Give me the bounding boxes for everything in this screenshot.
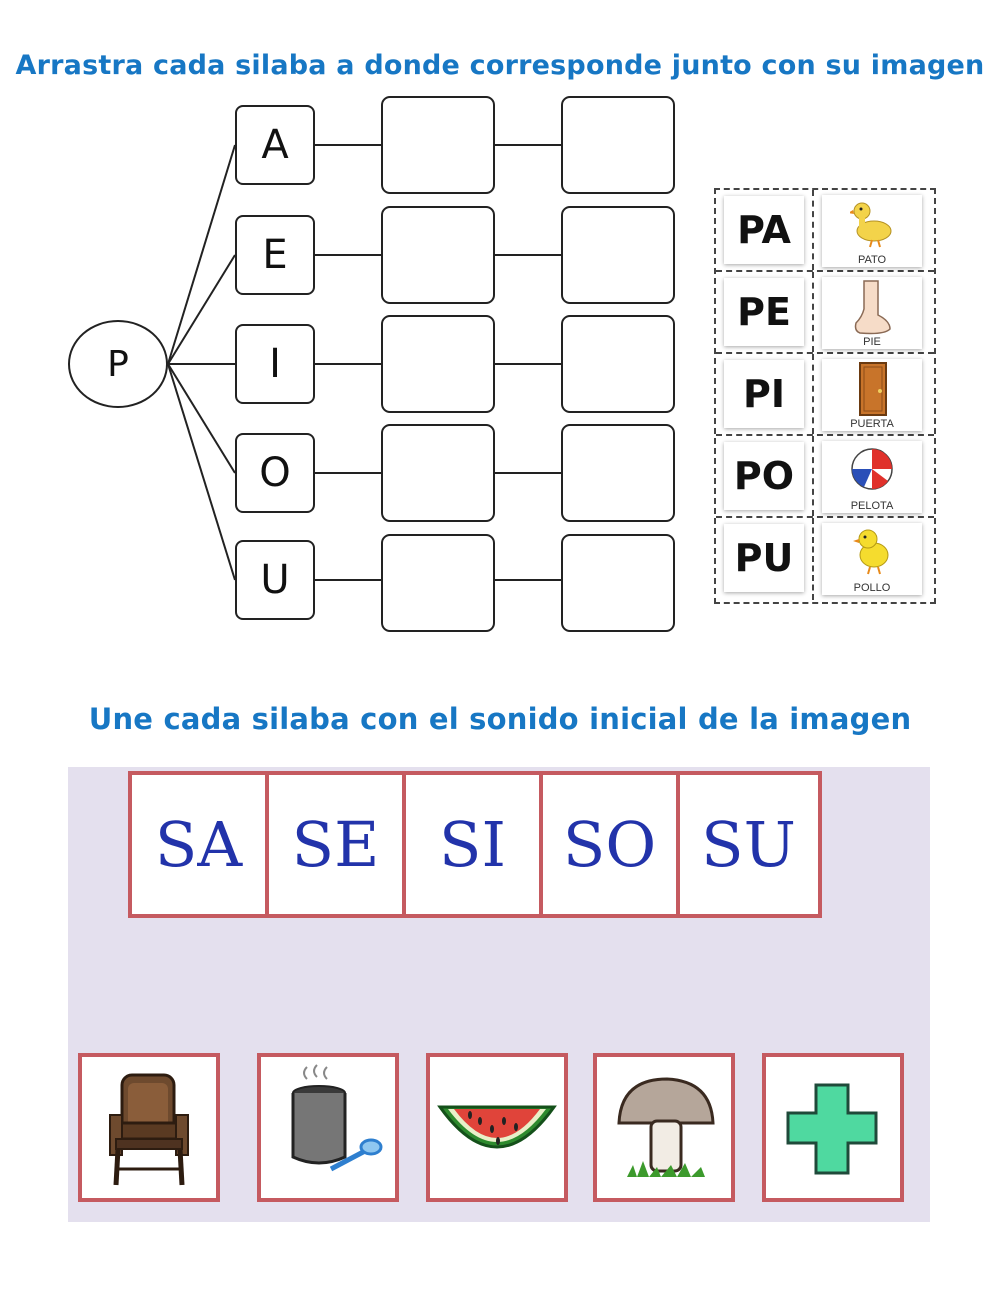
picture-card-pato[interactable]: PATO	[822, 195, 922, 267]
vowel-box-a: A	[235, 105, 315, 185]
image-card-armchair[interactable]	[78, 1053, 220, 1202]
syllable-drop-zone-u[interactable]	[381, 534, 495, 632]
image-drop-zone-u[interactable]	[561, 534, 675, 632]
chick-icon	[853, 529, 889, 575]
foot-icon	[854, 280, 891, 335]
vowel-box-i: I	[235, 324, 315, 404]
syllable-card-pi[interactable]: PI	[724, 360, 804, 428]
card-row-po: PO PELOTA	[716, 436, 934, 518]
connector-lines	[167, 144, 561, 581]
card-row-pe: PE PIE	[716, 272, 934, 354]
branch-line-e	[167, 254, 236, 365]
syllable-card-si[interactable]: SI	[406, 775, 543, 914]
card-row-pu: PU POLLO	[716, 518, 934, 600]
cross-icon	[786, 1083, 878, 1175]
syllable-card-pa[interactable]: PA	[724, 196, 804, 264]
syllable-card-so[interactable]: SO	[543, 775, 680, 914]
branch-line-a	[167, 144, 236, 365]
picture-card-pie[interactable]: PIE	[822, 277, 922, 349]
syllable-card-sa[interactable]: SA	[132, 775, 269, 914]
card-row-pi: PI PUERTA	[716, 354, 934, 436]
watermelon-icon	[437, 1105, 557, 1149]
syllable-drop-zone-e[interactable]	[381, 206, 495, 304]
image-drop-zone-i[interactable]	[561, 315, 675, 413]
syllable-card-pe[interactable]: PE	[724, 278, 804, 346]
activity-2-title: Une cada silaba con el sonido inicial de…	[88, 702, 912, 736]
syllable-drop-zone-i[interactable]	[381, 315, 495, 413]
image-drop-zone-o[interactable]	[561, 424, 675, 522]
picture-card-pelota[interactable]: PELOTA	[822, 441, 922, 513]
image-card-mushroom[interactable]	[593, 1053, 735, 1202]
duck-icon	[850, 202, 892, 248]
image-drop-zone-a[interactable]	[561, 96, 675, 194]
syllable-card-se[interactable]: SE	[269, 775, 406, 914]
picture-label: PIE	[863, 336, 881, 348]
root-letter: P	[68, 320, 168, 408]
picture-label: PELOTA	[850, 500, 894, 512]
picture-label: PATO	[857, 254, 887, 266]
vowel-box-o: O	[235, 433, 315, 513]
draggable-cards-panel: PA PATO PE PIE PI	[714, 188, 936, 604]
picture-card-puerta[interactable]: PUERTA	[822, 359, 922, 431]
vowel-box-u: U	[235, 540, 315, 620]
branch-line-u	[167, 363, 236, 581]
image-card-pot[interactable]	[257, 1053, 399, 1202]
picture-label: PUERTA	[850, 418, 894, 430]
syllable-card-po[interactable]: PO	[724, 442, 804, 510]
syllable-strip: SA SE SI SO SU	[128, 771, 822, 918]
branch-line-o	[167, 363, 236, 474]
syllable-card-pu[interactable]: PU	[724, 524, 804, 592]
card-row-pa: PA PATO	[716, 190, 934, 272]
syllable-drop-zone-o[interactable]	[381, 424, 495, 522]
picture-card-pollo[interactable]: POLLO	[822, 523, 922, 595]
image-card-cross[interactable]	[762, 1053, 904, 1202]
armchair-icon	[109, 1073, 189, 1186]
pot-icon	[291, 1064, 383, 1172]
image-card-watermelon[interactable]	[426, 1053, 568, 1202]
mushroom-icon	[617, 1077, 715, 1177]
ball-icon	[851, 448, 893, 490]
syllable-card-su[interactable]: SU	[701, 808, 796, 881]
picture-label: POLLO	[853, 582, 891, 594]
activity-1-title: Arrastra cada silaba a donde corresponde…	[15, 50, 985, 81]
vowel-box-e: E	[235, 215, 315, 295]
syllable-drop-zone-a[interactable]	[381, 96, 495, 194]
door-icon	[859, 362, 887, 416]
image-drop-zone-e[interactable]	[561, 206, 675, 304]
